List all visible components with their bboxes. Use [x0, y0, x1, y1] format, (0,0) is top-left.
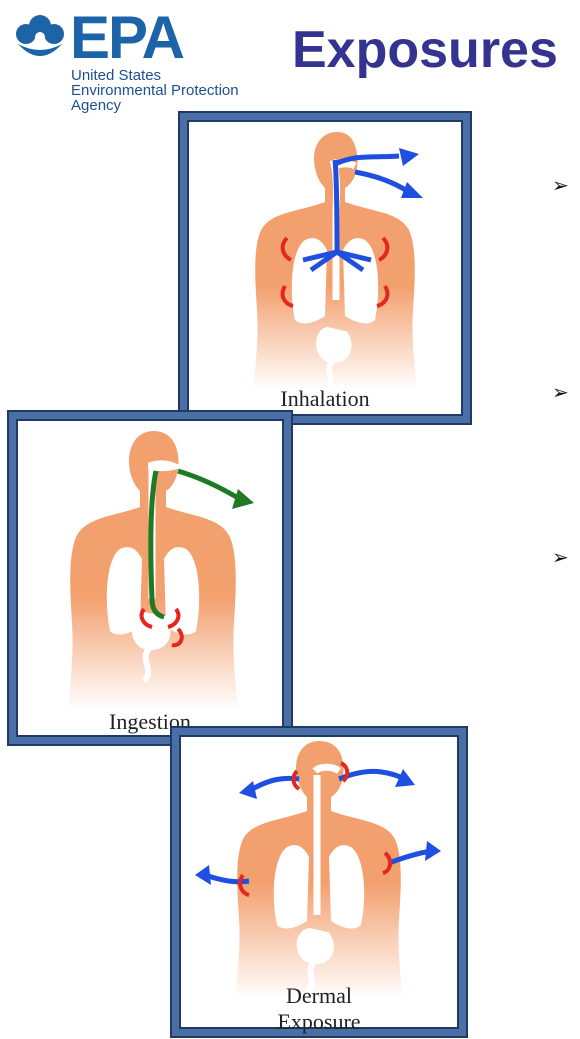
bullet-marker-2: ➢ [552, 383, 569, 403]
agency-line-2: Environmental Protection [71, 83, 239, 98]
agency-line-1: United States [71, 68, 239, 83]
inhalation-body-diagram [187, 120, 463, 416]
dermal-caption-line-2: Exposure [179, 1009, 459, 1035]
inhalation-caption: Inhalation [187, 386, 463, 412]
bullet-marker-1: ➢ [552, 176, 569, 196]
bullet-marker-3: ➢ [552, 548, 569, 568]
epa-wordmark: EPA [70, 6, 183, 70]
inhalation-panel: Inhalation [180, 113, 470, 423]
epa-flower-icon [12, 10, 68, 66]
agency-name: United States Environmental Protection A… [71, 68, 239, 113]
agency-line-3: Agency [71, 98, 239, 113]
ingestion-panel: Ingestion [9, 412, 291, 744]
dermal-caption-line-1: Dermal [179, 983, 459, 1009]
ingestion-body-diagram [16, 419, 284, 737]
epa-logo: EPA United States Environmental Protecti… [12, 10, 312, 130]
page-title: Exposures [292, 20, 558, 80]
dermal-exposure-panel: Dermal Exposure [172, 728, 466, 1036]
